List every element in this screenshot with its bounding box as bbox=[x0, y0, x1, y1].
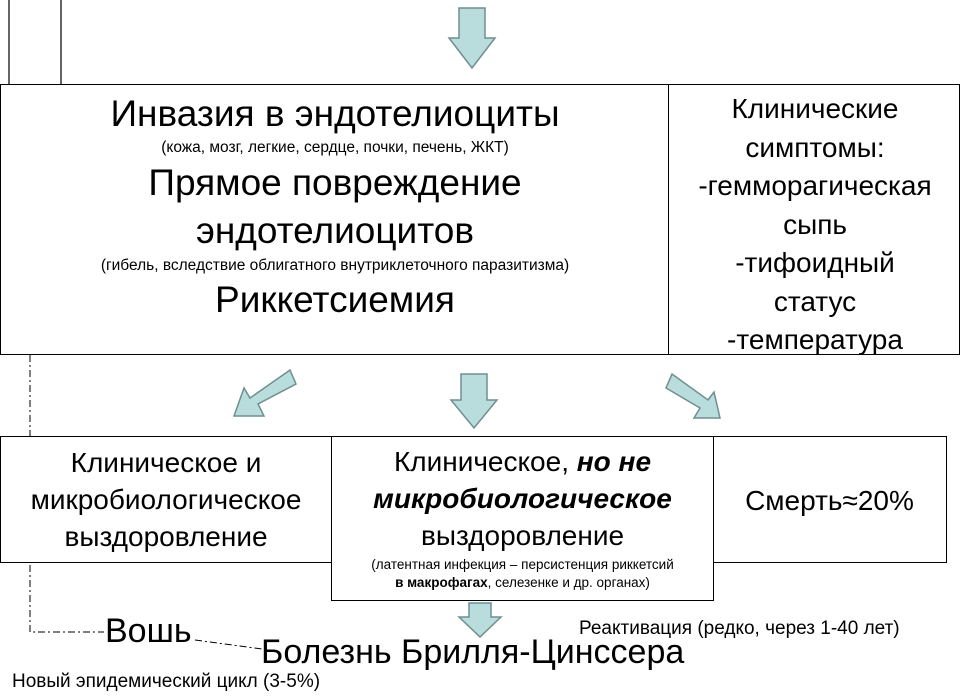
latent-line-3: выздоровление bbox=[420, 520, 625, 551]
reactivation-label: Реактивация (редко, через 1-40 лет) bbox=[579, 618, 900, 639]
latent-line-2: микробиологическое bbox=[331, 480, 714, 517]
symptoms-line: сыпь bbox=[783, 208, 847, 240]
damage-line-2: эндотелиоцитов bbox=[195, 209, 474, 251]
full-recovery-content: Клиническое и микробиологическое выздоро… bbox=[0, 444, 332, 555]
damage-note: (гибель, вследствие облигатного внутрикл… bbox=[100, 257, 570, 275]
latent-line-1-plain: Клиническое, bbox=[393, 446, 577, 477]
rickettsemia-label: Риккетсиемия bbox=[215, 279, 455, 321]
latent-infection-box bbox=[331, 436, 714, 601]
symptoms-line: -гемморагическая bbox=[698, 170, 932, 201]
arrow-down-icon bbox=[457, 602, 503, 639]
symptoms-line: Клинические bbox=[731, 93, 899, 124]
arrow-down-right-icon bbox=[665, 372, 721, 419]
symptoms-line: -температура bbox=[727, 324, 903, 355]
full-recovery-line: микробиологическое bbox=[30, 484, 302, 515]
damage-line-1: Прямое повреждение bbox=[148, 161, 522, 203]
full-recovery-line: Клиническое и bbox=[70, 447, 262, 478]
symptoms-line: -тифоидный bbox=[735, 247, 895, 278]
louse-label: Вошь bbox=[105, 611, 194, 652]
full-recovery-box bbox=[0, 436, 332, 563]
symptoms-line: симптомы: bbox=[745, 131, 885, 163]
latent-note-line-2: в макрофагах, селезенке и др. органах) bbox=[331, 574, 714, 592]
latent-note-line-1: (латентная инфекция – персистенция рикке… bbox=[371, 557, 674, 572]
latent-line-2-emphasis: микробиологическое bbox=[373, 483, 672, 514]
dash-dot-connector-to-disease bbox=[194, 639, 263, 650]
invasion-box bbox=[0, 84, 670, 355]
arrow-down-icon bbox=[449, 373, 499, 430]
disease-label: Болезнь Брилля-Цинссера bbox=[261, 633, 685, 671]
symptoms-box bbox=[668, 84, 960, 355]
invasion-title: Инвазия в эндотелиоциты bbox=[110, 93, 560, 134]
death-box bbox=[712, 436, 947, 563]
invasion-note: (кожа, мозг, легкие, сердце, почки, пече… bbox=[161, 139, 509, 157]
latent-note-rest: , селезенке и др. органах) bbox=[487, 575, 650, 591]
latent-infection-content: Клиническое, но не микробиологическое вы… bbox=[331, 443, 714, 592]
symptoms-line: статус bbox=[773, 285, 857, 317]
death-label: Смерть≈20% bbox=[745, 485, 914, 516]
arrow-down-icon bbox=[447, 7, 497, 70]
arrow-down-left-icon bbox=[232, 368, 297, 417]
latent-note-bold: в макрофагах bbox=[395, 575, 488, 591]
full-recovery-line: выздоровление bbox=[64, 521, 268, 552]
invasion-content: Инвазия в эндотелиоциты (кожа, мозг, лег… bbox=[0, 92, 670, 323]
symptoms-content: Клинические симптомы: -гемморагическая с… bbox=[670, 90, 960, 360]
latent-line-1: Клиническое, но не bbox=[331, 443, 714, 480]
latent-line-1-emphasis: но не bbox=[576, 446, 652, 477]
new-cycle-label: Новый эпидемический цикл (3-5%) bbox=[12, 671, 321, 692]
